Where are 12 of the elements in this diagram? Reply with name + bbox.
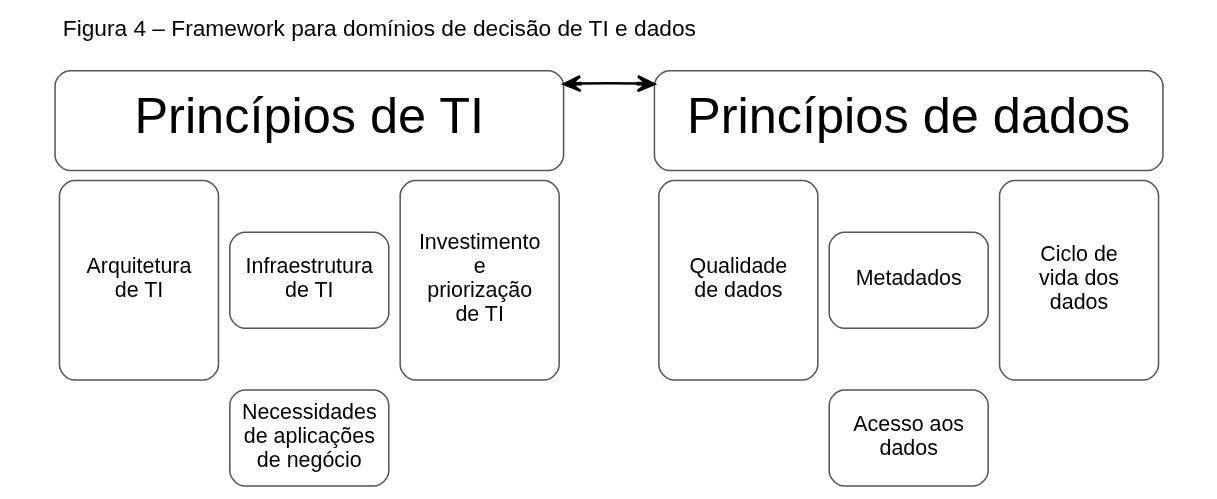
node-box: Infraestrutura de TI <box>228 231 390 329</box>
node-box: Princípios de TI <box>53 70 564 172</box>
node-box: Qualidade de dados <box>657 179 819 381</box>
node-box: Investimento e priorização de TI <box>398 179 560 381</box>
node-box: Necessidades de aplicações de negócio <box>228 389 390 487</box>
arrow <box>562 74 655 93</box>
node-box: Ciclo de vida dos dados <box>998 179 1159 381</box>
diagram-title: Figura 4 – Framework para domínios de decisão de TI e dados <box>62 15 696 42</box>
node-box: Princípios de dados <box>653 70 1164 172</box>
node-box: Arquitetura de TI <box>58 179 219 381</box>
node-box: Acesso aos dados <box>827 389 989 487</box>
node-box: Metadados <box>827 231 989 329</box>
